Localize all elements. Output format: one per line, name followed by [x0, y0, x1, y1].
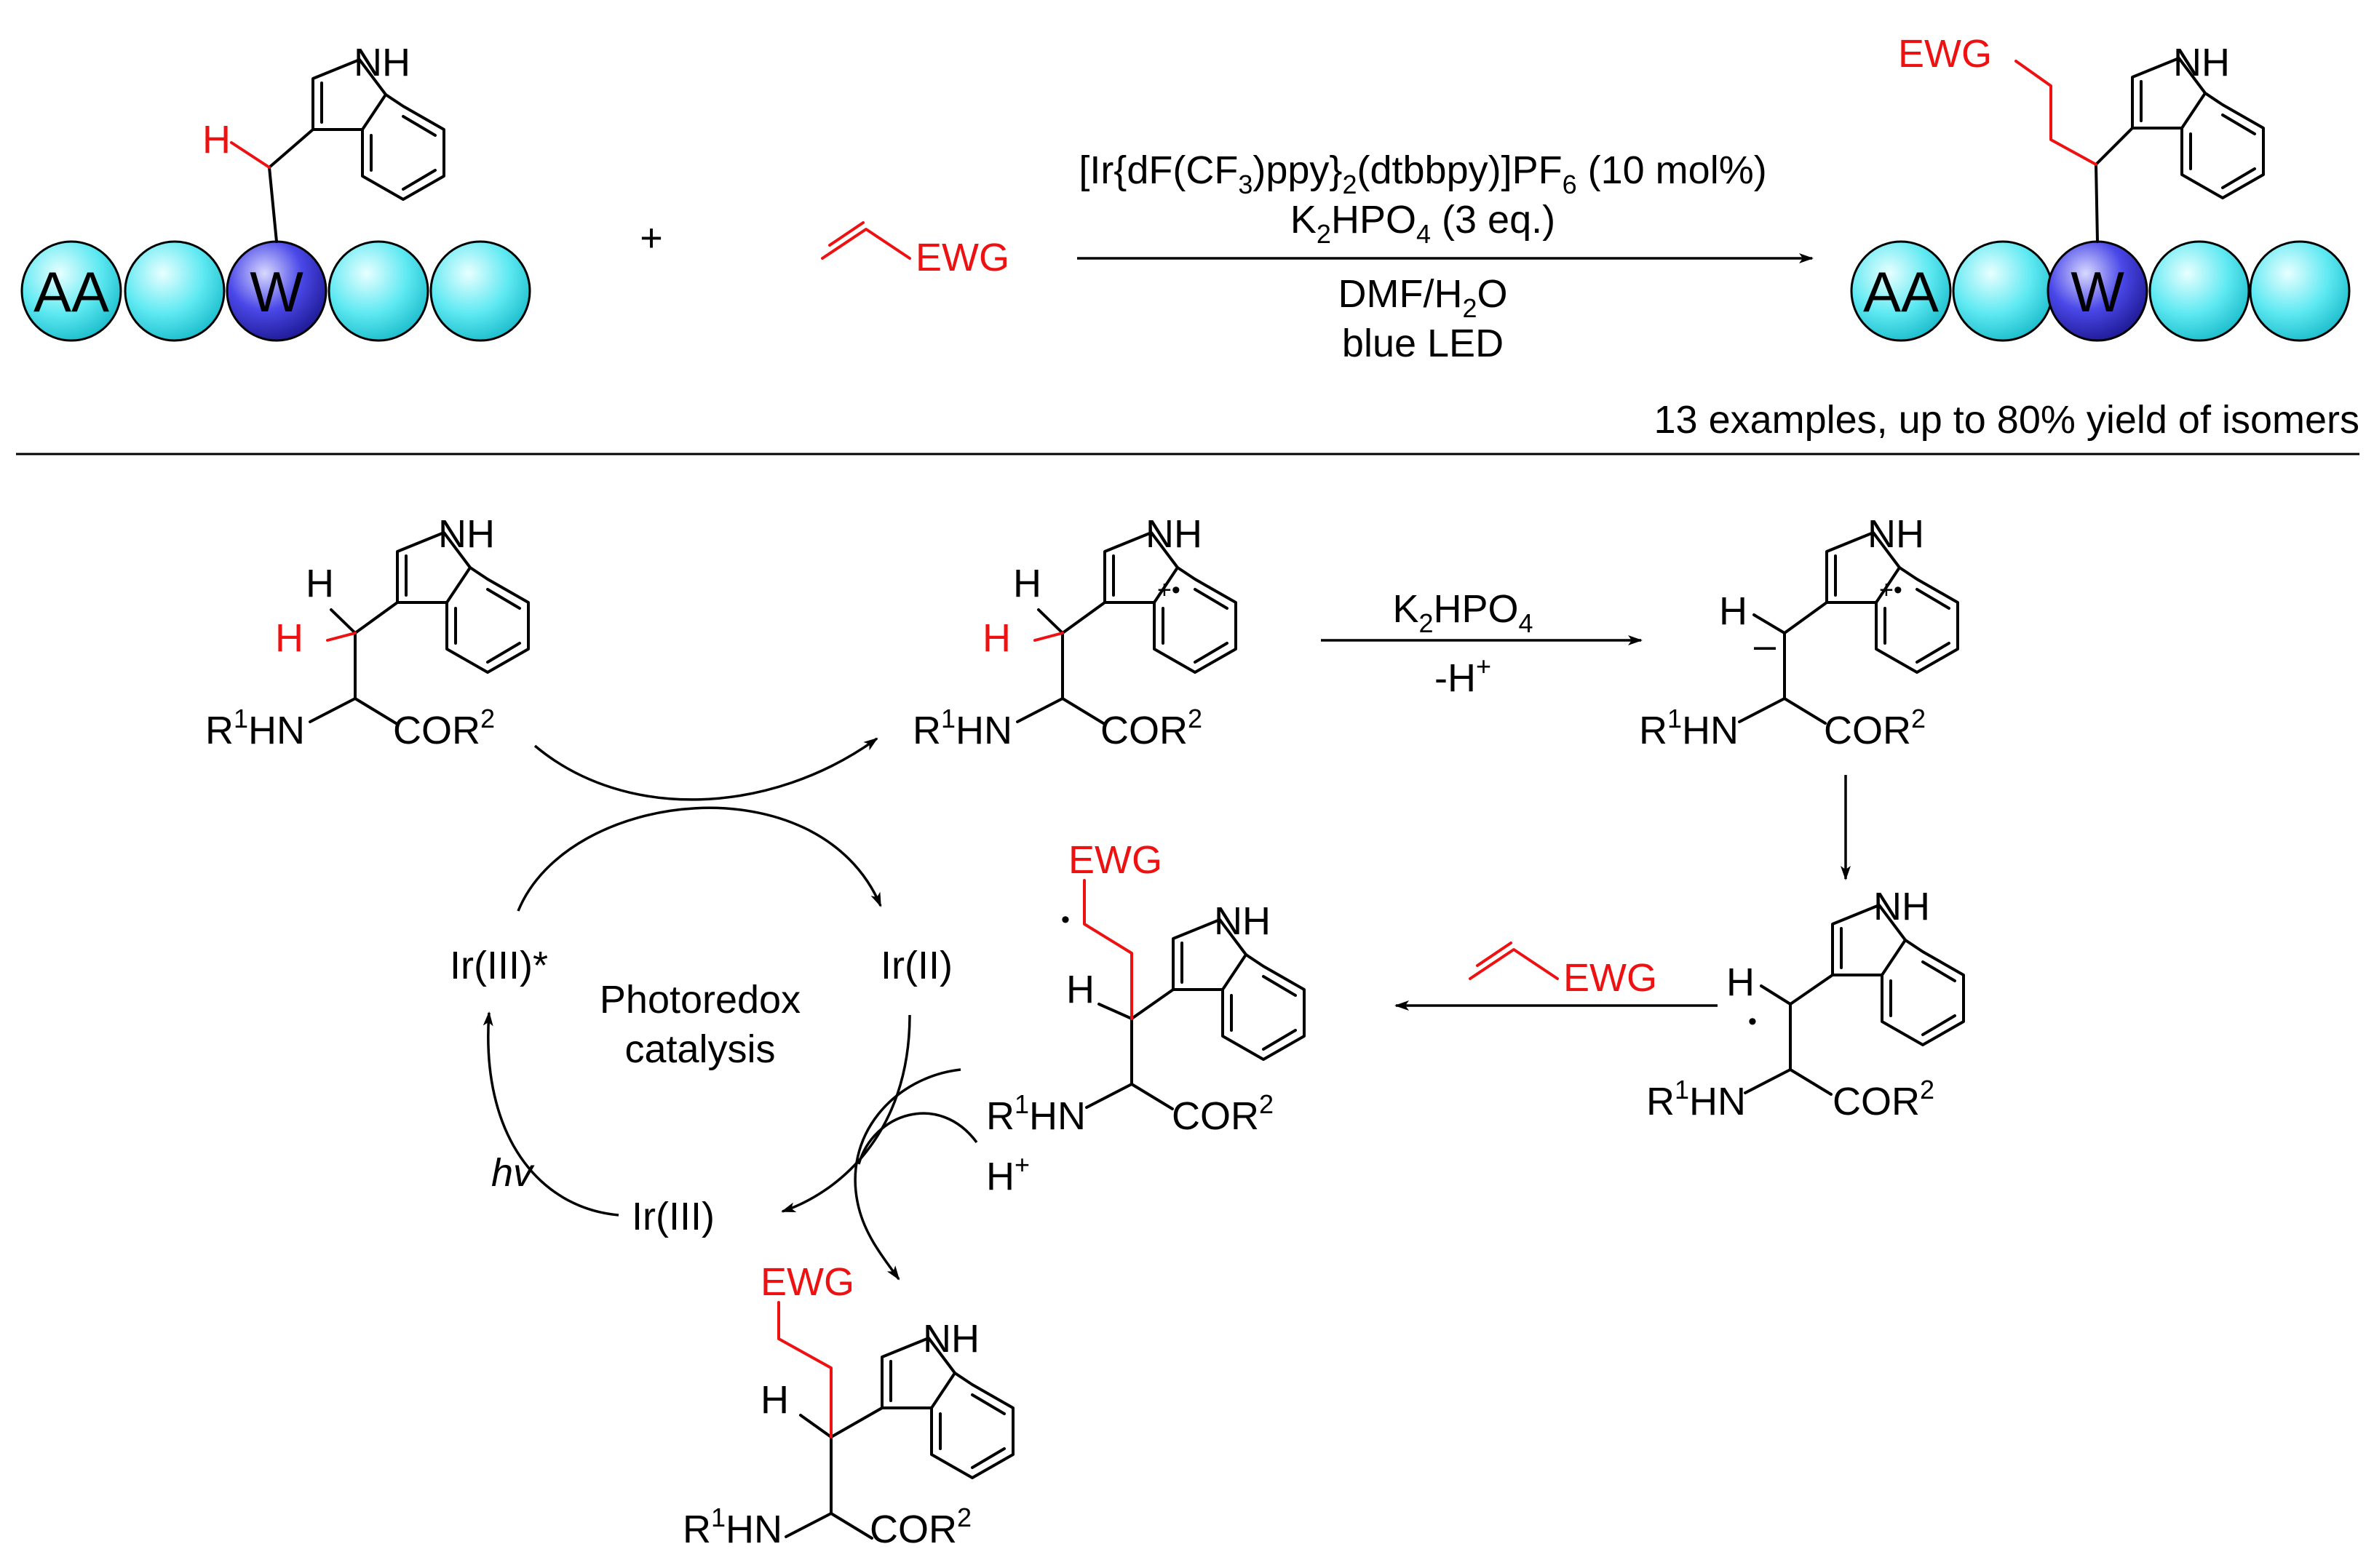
- deprotonation-step: K2HPO4 -H+: [1321, 587, 1643, 700]
- mech-product: NH EWG H R1HN COR2: [683, 1260, 1015, 1551]
- ester-label: COR2: [1833, 1075, 1934, 1123]
- photoredox-cycle: Photoredox catalysis Ir(III)* Ir(II) Ir(…: [450, 737, 978, 1281]
- minus-label: –: [1754, 624, 1776, 667]
- radical-addition-step: EWG: [1394, 942, 1718, 1011]
- ewg-label: EWG: [761, 1260, 854, 1304]
- ir-ground-label: Ir(III): [632, 1195, 715, 1238]
- light-text: blue LED: [1342, 322, 1504, 365]
- peptide-product: AA W EWG NH: [1850, 32, 2351, 342]
- mech-carbanion: NH +• H – R1HN COR2: [1639, 512, 1959, 752]
- deprotonation-label: -H+: [1434, 651, 1491, 700]
- h-label: H: [1726, 960, 1755, 1004]
- ewg-label: EWG: [1563, 956, 1657, 1000]
- benzylic-h-label: H: [202, 118, 231, 162]
- bead-trp-label-product: W: [2071, 260, 2124, 324]
- substrate-oxidation-arrow: [533, 737, 878, 801]
- h-red-label: H: [275, 616, 303, 660]
- ewg-label-product: EWG: [1898, 32, 1992, 76]
- reaction-conditions: [Ir{dF(CF3)ppy}2(dtbbpy)]PF6 (10 mol%) K…: [1077, 148, 1814, 365]
- bead-trp-label: W: [250, 260, 303, 324]
- ir-excited-label: Ir(III)*: [450, 944, 548, 987]
- h-label: H: [761, 1378, 789, 1422]
- radical-cation-label: +•: [1879, 576, 1902, 604]
- ester-label: COR2: [870, 1503, 972, 1551]
- cycle-arrow-top: [517, 806, 882, 912]
- catalyst-text: [Ir{dF(CF3)ppy}2(dtbbpy)]PF6 (10 mol%): [1079, 148, 1766, 199]
- ester-label: COR2: [1824, 704, 1926, 752]
- nh-label: NH: [1214, 899, 1271, 943]
- h-label: H: [1719, 589, 1747, 633]
- nh-label: NH: [1867, 512, 1924, 556]
- radical-dot: •: [1061, 906, 1070, 934]
- mech-trp-start: NH H H R1HN COR2: [205, 512, 530, 752]
- peptide-reactant: AA W H NH: [20, 41, 531, 342]
- radical-cation-label: +•: [1157, 576, 1180, 604]
- proton-label: H+: [986, 1150, 1030, 1198]
- base-step-label: K2HPO4: [1392, 587, 1533, 638]
- nh-label: NH: [1146, 512, 1202, 556]
- plus-sign: +: [640, 216, 663, 260]
- nh-label: NH: [923, 1317, 980, 1361]
- nh-label: NH: [438, 512, 495, 556]
- ir-reduced-label: Ir(II): [881, 944, 953, 987]
- base-text: K2HPO4 (3 eq.): [1290, 198, 1555, 249]
- h-label: H: [1066, 968, 1095, 1011]
- cycle-arrow-right: [781, 1014, 911, 1213]
- bead-aa-label-product: AA: [1863, 260, 1939, 324]
- amine-label: R1HN: [1639, 704, 1739, 752]
- mech-radical-cation: NH +• H H R1HN COR2: [913, 512, 1237, 752]
- scope-text: 13 examples, up to 80% yield of isomers: [1654, 398, 2360, 442]
- ewg-label: EWG: [1068, 838, 1162, 882]
- cycle-arrow-left: [483, 1011, 619, 1217]
- cycle-center-line2: catalysis: [624, 1027, 775, 1071]
- nh-label: NH: [354, 41, 410, 84]
- proton-uptake-arrow: [857, 1112, 978, 1165]
- cycle-center-line1: Photoredox: [600, 978, 801, 1022]
- amine-label: R1HN: [1646, 1075, 1746, 1123]
- ewg-label: EWG: [916, 236, 1009, 279]
- radical-dot: •: [1748, 1008, 1757, 1035]
- amine-label: R1HN: [683, 1503, 782, 1551]
- h-label: H: [1013, 562, 1041, 605]
- mech-ewg-radical: NH EWG • H R1HN COR2 H+: [986, 838, 1306, 1198]
- bead-aa-label: AA: [33, 260, 109, 324]
- nh-label: NH: [1873, 885, 1930, 928]
- solvent-text: DMF/H2O: [1338, 272, 1507, 323]
- h-red-label: H: [982, 616, 1011, 660]
- amine-label: R1HN: [205, 704, 305, 752]
- radical-reduction-arrow: [854, 1068, 961, 1281]
- mech-benzylic-radical: NH H • R1HN COR2: [1646, 885, 1965, 1123]
- ester-label: COR2: [1100, 704, 1202, 752]
- ester-label: COR2: [1172, 1089, 1274, 1138]
- h-label: H: [306, 562, 334, 605]
- light-label: hv: [491, 1151, 535, 1195]
- michael-acceptor: EWG: [821, 221, 1009, 279]
- ester-label: COR2: [393, 704, 495, 752]
- amine-label: R1HN: [913, 704, 1012, 752]
- nh-label-product: NH: [2173, 41, 2230, 84]
- amine-label: R1HN: [986, 1089, 1086, 1138]
